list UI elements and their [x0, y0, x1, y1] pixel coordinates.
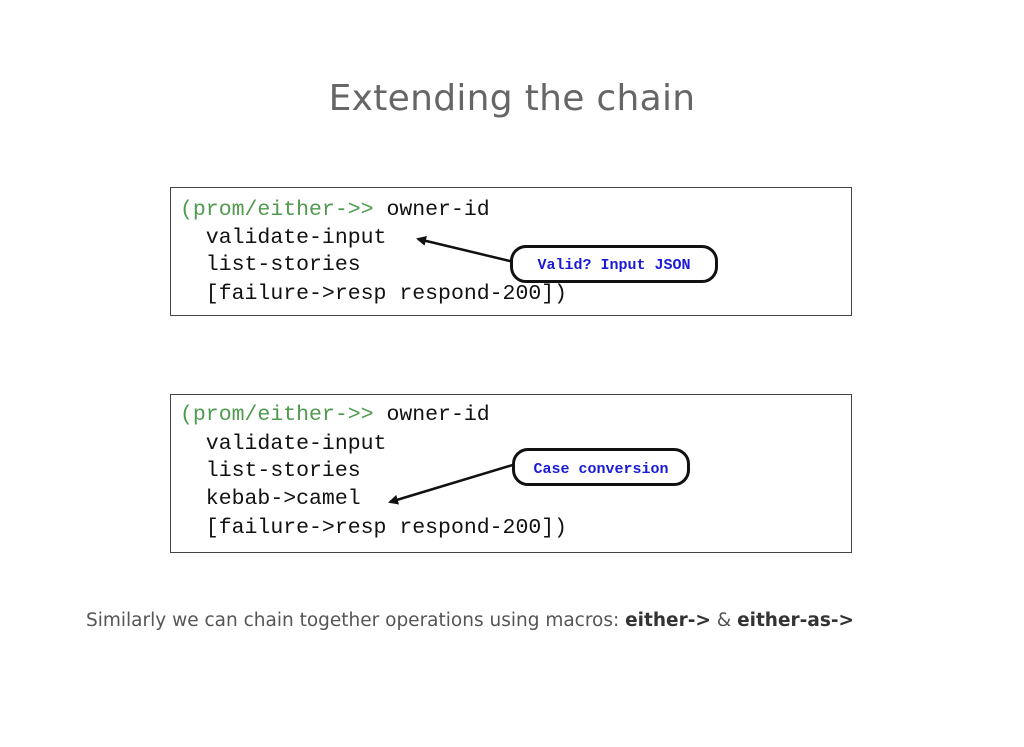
code-block-2: (prom/either->> owner-id validate-input …: [170, 394, 852, 553]
code-block-1: (prom/either->> owner-id validate-input …: [170, 187, 852, 316]
code-text: owner-id: [373, 403, 490, 427]
code-line: [failure->resp respond-200]): [180, 516, 568, 540]
callout-valid-input: Valid? Input JSON: [510, 245, 718, 283]
code-keyword: (prom/either->>: [180, 403, 374, 427]
macro-either-as: either-as->: [737, 610, 855, 631]
code-line: list-stories: [180, 459, 361, 483]
callout-case-conversion: Case conversion: [512, 448, 690, 486]
slide-title: Extending the chain: [328, 78, 696, 119]
code-text: owner-id: [373, 198, 490, 222]
code-line: list-stories: [180, 253, 361, 277]
code-line: (prom/either->> owner-id: [180, 196, 490, 224]
code-line: [failure->resp respond-200]): [180, 282, 568, 306]
code-line: validate-input: [180, 432, 387, 456]
code-line: validate-input: [180, 226, 387, 250]
footer-text: Similarly we can chain together operatio…: [86, 610, 626, 631]
code-keyword: (prom/either->>: [180, 198, 374, 222]
footer-amp: &: [710, 610, 738, 631]
macro-either: either->: [625, 610, 711, 631]
code-line: (prom/either->> owner-id: [180, 401, 490, 429]
code-line: kebab->camel: [180, 487, 361, 511]
footer-note: Similarly we can chain together operatio…: [86, 610, 854, 631]
